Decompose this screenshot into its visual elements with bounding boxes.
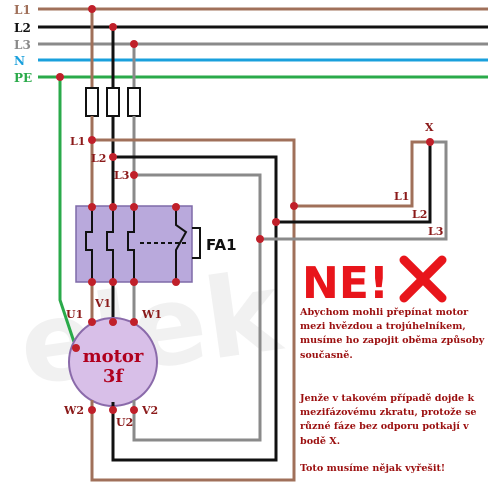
bus-bars [38,7,488,79]
warning-title: NE! [302,258,389,309]
terminal-label-w2: W2 [63,404,84,417]
bus-label-l3: L3 [14,38,31,52]
terminal-label-v1: V1 [94,297,111,310]
terminal-label-l1: L1 [70,135,85,148]
fuse-l2 [106,87,120,117]
motor-label: motor [83,346,144,367]
pe-wire [58,77,78,349]
loop-l1 [90,138,296,482]
terminal-label-u2: U2 [116,416,133,429]
x-wire-l3 [260,140,448,241]
x-label-l3: L3 [428,225,443,238]
fuses [85,87,141,117]
x-label-l2: L2 [412,208,427,221]
terminal-label-l2: L2 [91,152,106,165]
terminal-label-v2: V2 [141,404,158,417]
fuse-l1 [85,87,99,117]
terminal-dots [56,5,434,414]
bus-label-pe: PE [14,71,32,85]
terminal-label-l3: L3 [114,169,129,182]
bus-label-n: N [14,54,25,68]
contactor-contacts [85,207,201,282]
bus-label-l1: L1 [14,3,31,17]
x-label-l1: L1 [394,190,409,203]
terminal-label-u1: U1 [66,308,83,321]
fuse-l3 [127,87,141,117]
terminal-label-w1: W1 [141,308,162,321]
x-wire-l1 [294,140,428,208]
contactor-label: FA1 [206,236,237,254]
note-paragraph-1: Abychom mohli přepínat motor mezi hvězdo… [300,307,485,361]
x-wire-l2 [276,142,432,224]
node-label-x: X [425,121,434,134]
loop-l2 [111,155,278,462]
motor-sublabel: 3f [103,366,125,387]
cross-icon [399,255,447,303]
note-paragraph-3: Toto musíme nějak vyřešit! [300,463,446,474]
loop-l3 [132,173,262,442]
note-paragraph-2: Jenže v takovém případě dojde k mezifázo… [300,393,477,447]
bus-label-l2: L2 [14,21,31,35]
